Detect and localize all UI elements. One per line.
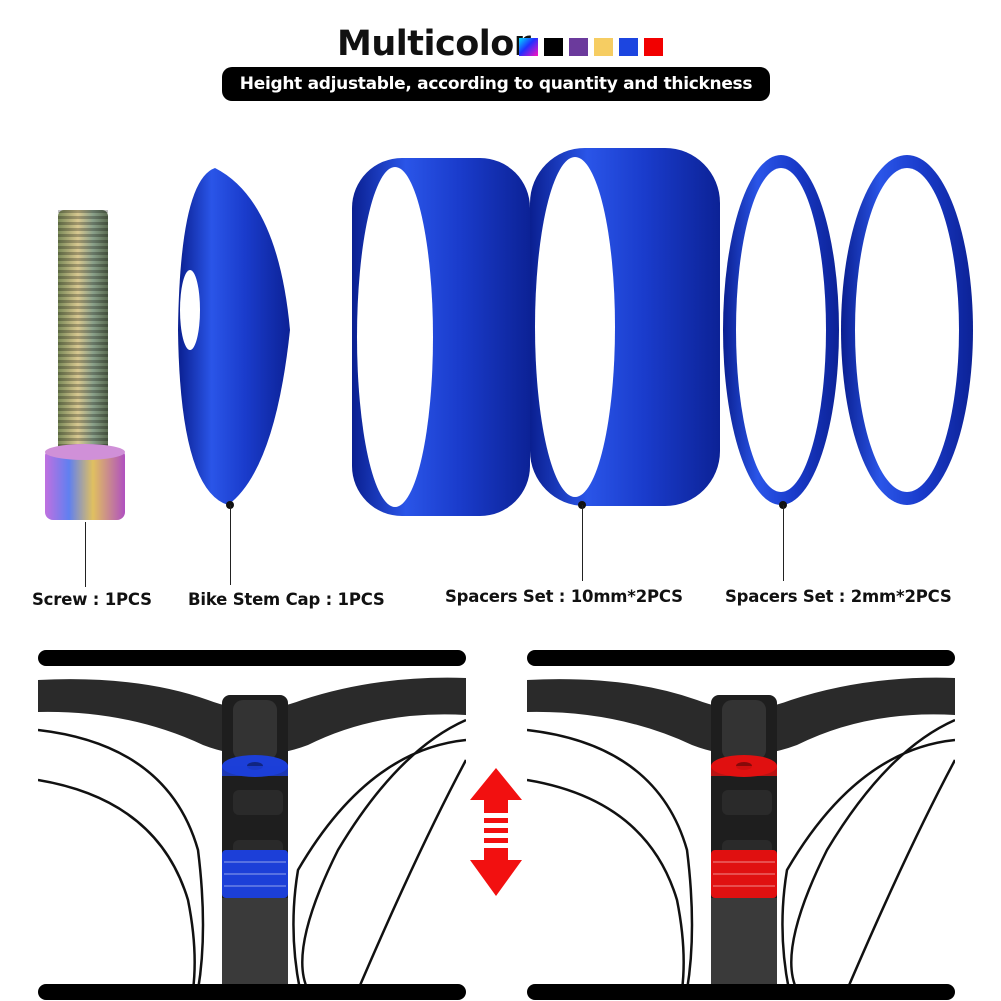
leader-line: [582, 505, 583, 581]
screw-image: [45, 210, 125, 520]
title: Multicolor: [337, 24, 531, 64]
label-spacers-10mm: Spacers Set : 10mm*2PCS: [445, 587, 683, 606]
swatch-rainbow: [519, 38, 538, 56]
subtitle-banner: Height adjustable, according to quantity…: [222, 67, 770, 128]
swatch-purple: [569, 38, 588, 56]
swatch-black: [544, 38, 563, 56]
spacer-10mm-image: [352, 148, 720, 516]
stem-cap-image: [178, 168, 290, 505]
bike-photo-low-stem: [38, 650, 466, 1000]
label-stem-cap: Bike Stem Cap : 1PCS: [188, 590, 385, 609]
swatch-gold: [594, 38, 613, 56]
label-spacers-2mm: Spacers Set : 2mm*2PCS: [725, 587, 952, 606]
swatch-red: [644, 38, 663, 56]
up-down-arrow-icon: [470, 768, 522, 896]
leader-line: [85, 522, 86, 587]
leader-line: [230, 505, 231, 585]
parts-illustration: [45, 148, 973, 520]
spacer-2mm-image: [723, 155, 973, 505]
swatch-blue: [619, 38, 638, 56]
leader-line: [783, 505, 784, 581]
color-swatches: [519, 38, 663, 56]
bike-photo-high-stem: [527, 650, 955, 1000]
label-screw: Screw : 1PCS: [32, 590, 152, 609]
